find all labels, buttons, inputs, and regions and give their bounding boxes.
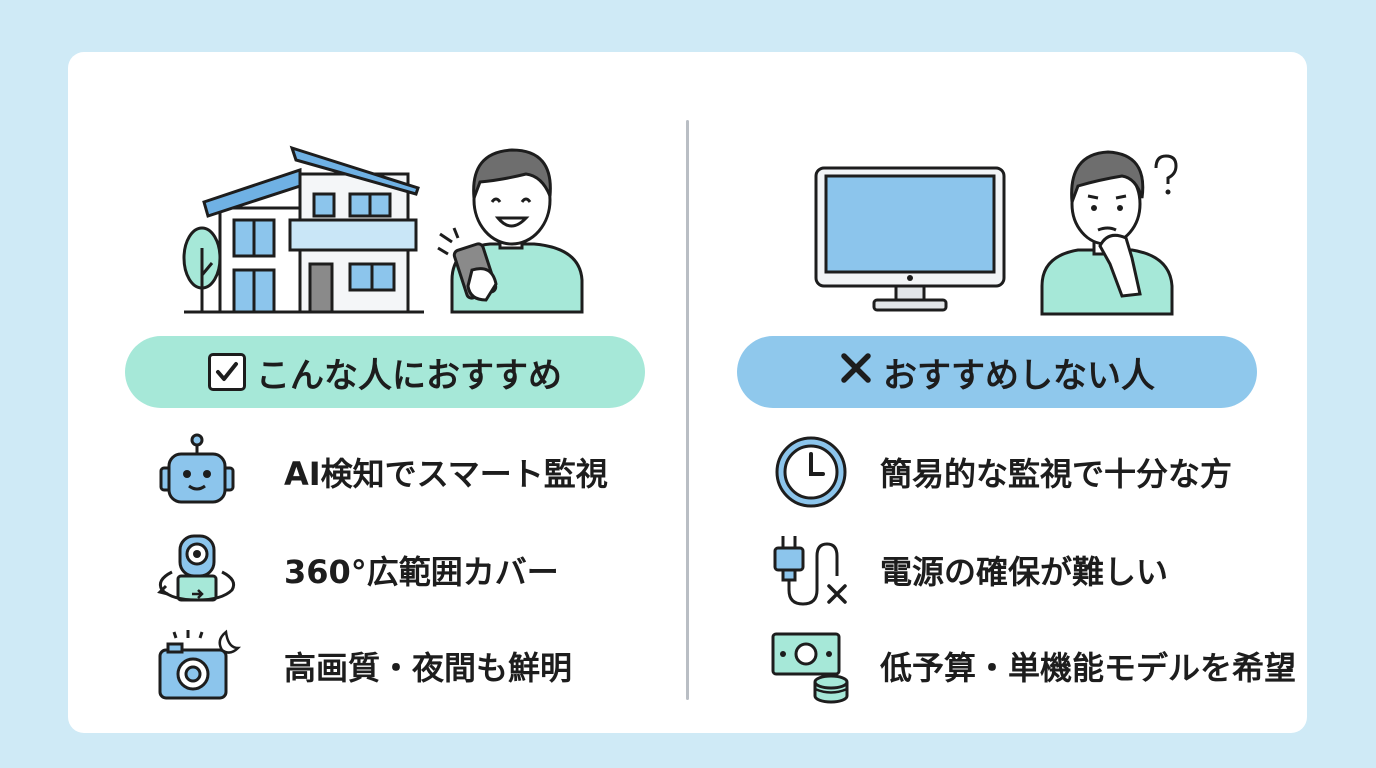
list-item: 高画質・夜間も鮮明	[152, 626, 572, 706]
list-item: 360°広範囲カバー	[152, 530, 559, 610]
unplugged-cable-icon	[766, 530, 856, 610]
list-item: 簡易的な監視で十分な方	[766, 432, 1232, 512]
recommended-heading-text: こんな人におすすめ	[256, 355, 562, 396]
list-item-text: 360°広範囲カバー	[284, 553, 559, 591]
list-item-text: AI検知でスマート監視	[284, 455, 608, 493]
center-divider	[686, 120, 689, 700]
clock-icon	[766, 432, 856, 512]
robot-icon	[152, 432, 242, 512]
night-camera-icon	[152, 626, 242, 706]
list-item-text: 高画質・夜間も鮮明	[284, 649, 573, 687]
list-item-text: 簡易的な監視で十分な方	[880, 455, 1233, 493]
recommended-heading: こんな人におすすめ	[125, 336, 645, 408]
money-coins-icon	[766, 626, 856, 706]
thinking-person	[1040, 150, 1178, 316]
monitor-illustration	[814, 166, 1006, 312]
not-recommended-heading: おすすめしない人	[737, 336, 1257, 408]
list-item-text: 低予算・単機能モデルを希望	[880, 649, 1297, 687]
not-recommended-heading-text: おすすめしない人	[883, 355, 1155, 396]
x-mark-icon	[839, 351, 873, 394]
list-item: 電源の確保が難しい	[766, 530, 1168, 610]
360-camera-icon	[152, 530, 242, 610]
checkbox-icon	[208, 353, 246, 391]
list-item: AI検知でスマート監視	[152, 432, 608, 512]
house-illustration	[182, 145, 424, 314]
happy-person-with-phone	[437, 148, 584, 314]
list-item: 低予算・単機能モデルを希望	[766, 626, 1296, 706]
list-item-text: 電源の確保が難しい	[880, 553, 1169, 591]
